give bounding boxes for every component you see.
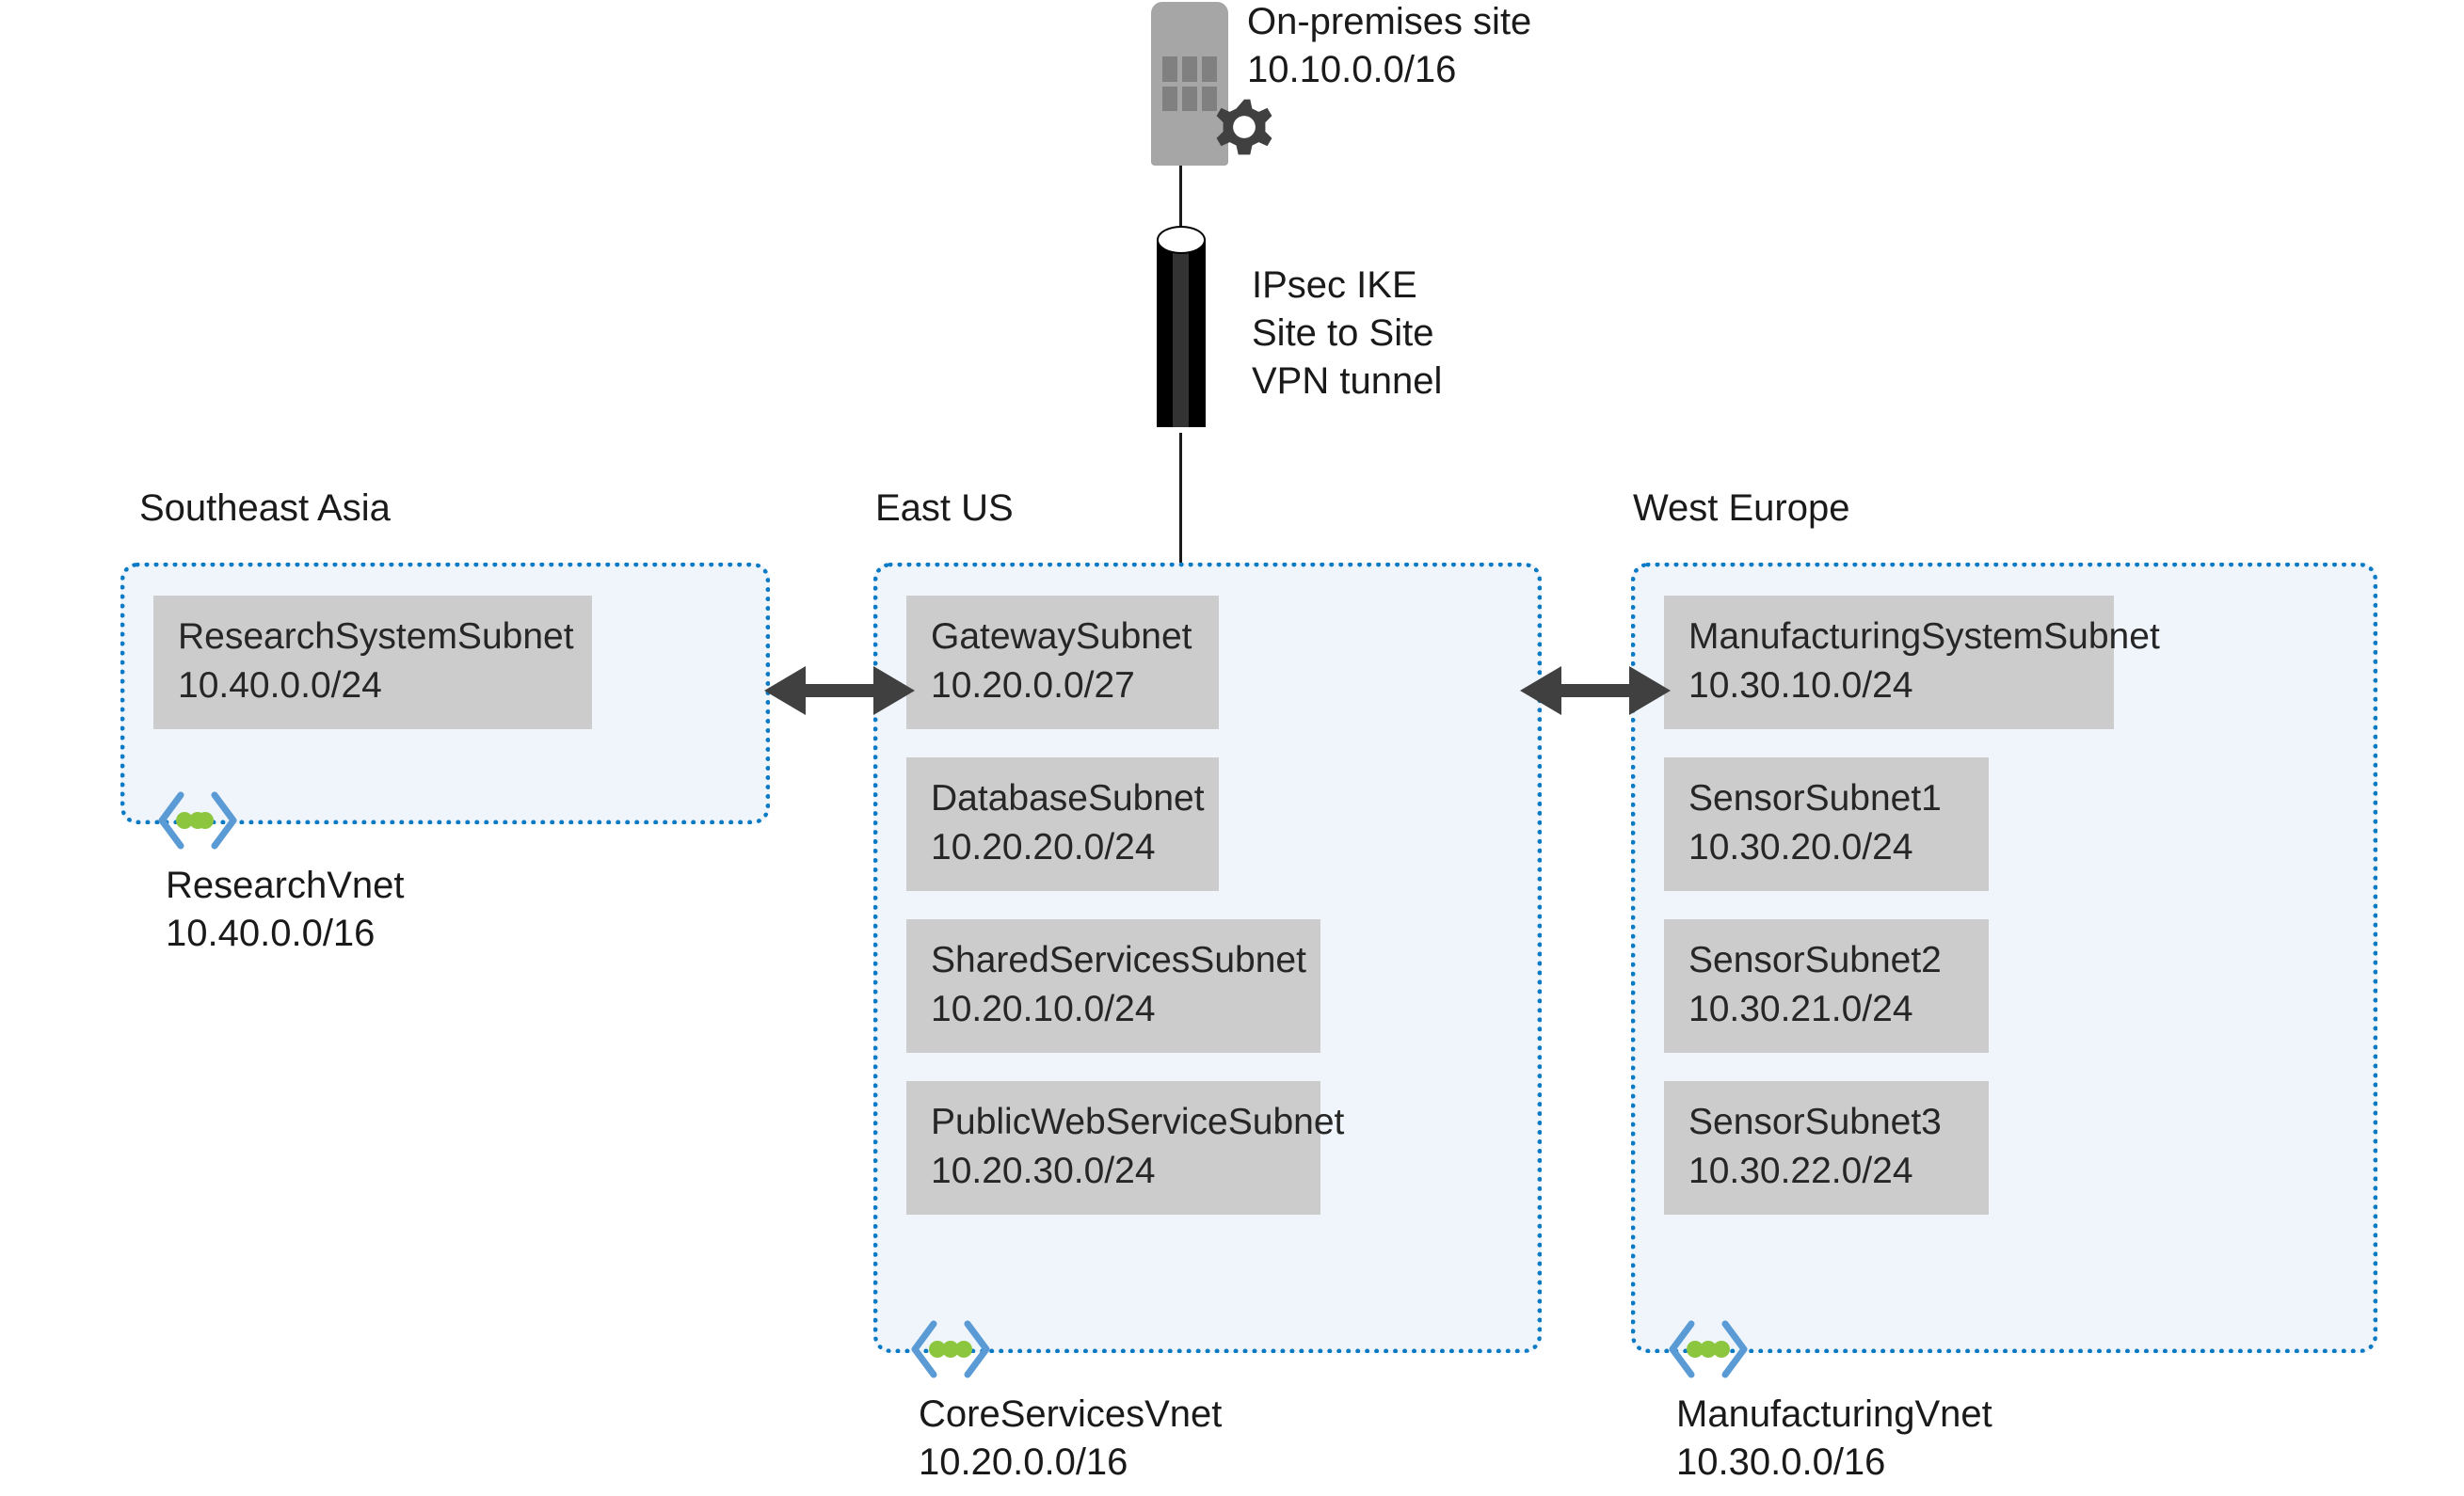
- subnet-box-gatewaysubnet[interactable]: GatewaySubnet 10.20.0.0/27: [906, 596, 1219, 729]
- subnet-cidr: 10.30.21.0/24: [1688, 989, 1913, 1029]
- subnet-cidr: 10.20.20.0/24: [931, 827, 1156, 867]
- vnet-caption-researchvnet: ResearchVnet 10.40.0.0/16: [166, 865, 405, 954]
- subnet-name: DatabaseSubnet: [931, 778, 1205, 819]
- region-label-southeast-asia: Southeast Asia: [139, 487, 391, 529]
- on-premises-site-group: On-premises site 10.10.0.0/16: [1144, 0, 1727, 188]
- vnet-icon: [909, 1320, 992, 1378]
- subnet-name: SensorSubnet3: [1688, 1102, 1942, 1142]
- vnet-container-coreservicesvnet[interactable]: GatewaySubnet 10.20.0.0/27 DatabaseSubne…: [873, 563, 1542, 1353]
- peering-arrow-research-to-core: [764, 653, 915, 728]
- subnet-name: GatewaySubnet: [931, 616, 1192, 657]
- subnet-name: SensorSubnet2: [1688, 940, 1942, 980]
- subnet-cidr: 10.30.10.0/24: [1688, 665, 1913, 706]
- vpn-tunnel-cylinder-icon: [1157, 226, 1206, 435]
- subnet-box-manufacturingsystemsubnet[interactable]: ManufacturingSystemSubnet 10.30.10.0/24: [1664, 596, 2160, 729]
- vpn-line-upper: [1179, 166, 1182, 231]
- subnet-cidr: 10.20.10.0/24: [931, 989, 1156, 1029]
- peering-arrow-core-to-manufacturing: [1520, 653, 1671, 728]
- subnet-box-sensorsubnet2[interactable]: SensorSubnet2 10.30.21.0/24: [1664, 919, 1989, 1053]
- vnet-caption-coreservicesvnet: CoreServicesVnet 10.20.0.0/16: [919, 1393, 1223, 1483]
- subnet-box-sensorsubnet3[interactable]: SensorSubnet3 10.30.22.0/24: [1664, 1081, 1989, 1215]
- region-label-west-europe: West Europe: [1633, 487, 1850, 529]
- subnet-cidr: 10.30.22.0/24: [1688, 1151, 1913, 1191]
- vnet-icon: [1667, 1320, 1750, 1378]
- vnet-container-researchvnet[interactable]: ResearchSystemSubnet 10.40.0.0/24: [120, 563, 770, 824]
- subnet-name: SensorSubnet1: [1688, 778, 1942, 819]
- subnet-box-sensorsubnet1[interactable]: SensorSubnet1 10.30.20.0/24: [1664, 757, 1989, 891]
- vnet-icon: [156, 791, 239, 850]
- vnet-container-manufacturingvnet[interactable]: ManufacturingSystemSubnet 10.30.10.0/24 …: [1631, 563, 2377, 1353]
- subnet-box-publicwebservicesubnet[interactable]: PublicWebServiceSubnet 10.20.30.0/24: [906, 1081, 1345, 1215]
- subnet-cidr: 10.40.0.0/24: [178, 665, 382, 706]
- subnet-box-researchsystemsubnet[interactable]: ResearchSystemSubnet 10.40.0.0/24: [153, 596, 592, 729]
- region-label-east-us: East US: [875, 487, 1014, 529]
- datacenter-windows-icon: [1162, 56, 1217, 111]
- subnet-box-sharedservicessubnet[interactable]: SharedServicesSubnet 10.20.10.0/24: [906, 919, 1320, 1053]
- vnet-caption-manufacturingvnet: ManufacturingVnet 10.30.0.0/16: [1676, 1393, 1992, 1483]
- subnet-cidr: 10.20.0.0/27: [931, 665, 1135, 706]
- subnet-name: ManufacturingSystemSubnet: [1688, 616, 2160, 657]
- subnet-cidr: 10.20.30.0/24: [931, 1151, 1156, 1191]
- on-premises-site-label: On-premises site 10.10.0.0/16: [1247, 1, 1532, 90]
- subnet-name: PublicWebServiceSubnet: [931, 1102, 1345, 1142]
- on-premises-datacenter-icon: [1151, 2, 1228, 166]
- subnet-name: SharedServicesSubnet: [931, 940, 1306, 980]
- subnet-cidr: 10.30.20.0/24: [1688, 827, 1913, 867]
- vpn-tunnel-label: IPsec IKE Site to Site VPN tunnel: [1252, 264, 1443, 402]
- subnet-name: ResearchSystemSubnet: [178, 616, 574, 657]
- subnet-box-databasesubnet[interactable]: DatabaseSubnet 10.20.20.0/24: [906, 757, 1219, 891]
- vpn-line-lower: [1179, 433, 1182, 565]
- gear-icon: [1211, 94, 1277, 160]
